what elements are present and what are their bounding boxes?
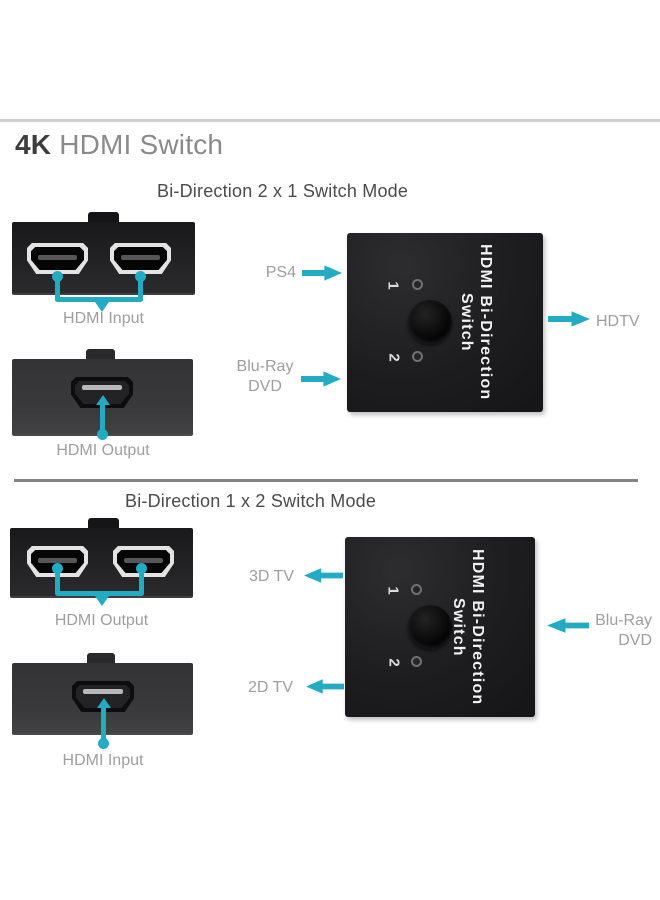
source-label: Blu-Ray DVD: [595, 612, 652, 649]
sink1-label: 3D TV: [248, 568, 294, 585]
arrow-left-icon: [547, 618, 589, 633]
arrow-left-icon: [304, 568, 343, 583]
led-indicator-1: [411, 584, 422, 595]
plate-tab: [87, 653, 115, 664]
arrow-up-icon: [96, 395, 110, 405]
section2-heading: Bi-Direction 1 x 2 Switch Mode: [125, 491, 377, 511]
input-ports-label: HDMI Input: [63, 310, 144, 327]
plate-tab: [88, 212, 119, 224]
hdmi-port: [71, 377, 133, 408]
page-title-rest: HDMI Switch: [59, 129, 224, 160]
plate-tab: [88, 518, 119, 529]
led-indicator-2: [412, 351, 423, 362]
source1-label: PS4: [265, 264, 296, 281]
port1-number: 1: [384, 281, 402, 290]
sink-label: HDTV: [596, 313, 640, 330]
source2-label: Blu-Ray DVD: [236, 358, 294, 395]
arrow-down-icon: [95, 596, 109, 606]
connector-line: [138, 276, 143, 302]
output-port-label: HDMI Output: [56, 442, 150, 459]
arrow-right-icon: [302, 265, 342, 281]
led-indicator-1: [412, 279, 423, 290]
top-divider: [0, 119, 660, 122]
arrow-right-icon: [548, 311, 590, 327]
sink2-label: 2D TV: [247, 679, 293, 696]
port2-number: 2: [385, 353, 403, 362]
connector-line: [139, 568, 144, 595]
input-port-label: HDMI Input: [62, 752, 144, 769]
page-title: 4K HDMI Switch: [15, 129, 223, 161]
select-button: [408, 300, 452, 344]
connector-line: [100, 403, 105, 433]
plate-tab: [86, 349, 115, 360]
arrow-right-icon: [301, 371, 341, 387]
connector-line: [55, 568, 60, 595]
arrow-up-icon: [97, 698, 111, 708]
hdmi-switch-device: HDMI Bi-Direction Switch 1 2: [345, 537, 535, 717]
port2-number: 2: [385, 658, 403, 667]
arrow-left-icon: [306, 679, 344, 694]
section-divider: [14, 479, 638, 482]
output-device: [10, 528, 193, 598]
hdmi-port: [27, 546, 88, 577]
connector-line: [101, 706, 106, 742]
output-ports-label: HDMI Output: [54, 612, 149, 629]
connector-line: [55, 276, 60, 302]
arrow-down-icon: [95, 302, 109, 312]
section1-heading: Bi-Direction 2 x 1 Switch Mode: [157, 181, 409, 201]
hdmi-port: [110, 243, 171, 274]
led-indicator-2: [411, 656, 422, 667]
connector-line: [55, 297, 143, 302]
connector-dot: [98, 738, 109, 749]
hdmi-port: [27, 243, 88, 274]
select-button: [408, 605, 452, 649]
hdmi-switch-device: HDMI Bi-Direction Switch 1 2: [347, 233, 543, 412]
port1-number: 1: [384, 586, 402, 595]
connector-dot: [97, 429, 108, 440]
input-device: [12, 222, 195, 295]
connector-line: [55, 591, 144, 596]
switch-engraving: HDMI Bi-Direction Switch: [449, 548, 486, 706]
switch-engraving: HDMI Bi-Direction Switch: [457, 244, 494, 401]
page-title-4k: 4K: [15, 129, 52, 160]
